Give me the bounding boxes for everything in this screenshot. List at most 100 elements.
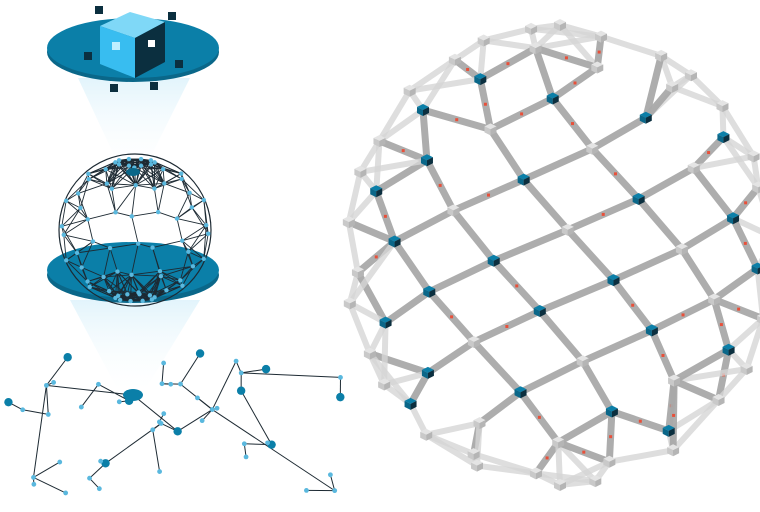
cube-left [757,315,760,324]
structural-beam [356,156,431,176]
cube-left [655,52,662,62]
connector-icon [573,81,577,85]
wire-edge [103,247,111,277]
network-edge [329,474,336,491]
cube-icon [354,165,367,178]
wire-edge [188,251,204,260]
wire-edge [181,178,193,208]
node-icon [31,481,37,487]
flat-network [4,349,345,496]
cube-left [467,338,474,348]
structural-beam [668,82,727,111]
structural-beam [477,37,487,83]
cube-left [370,188,377,198]
cube-left [517,176,524,186]
cube-icon [342,216,355,229]
wire-edge [189,192,193,208]
node-icon [150,427,156,433]
cube-left [752,184,759,194]
cube-left [421,369,428,379]
node-icon [63,353,72,362]
cube-left [591,64,598,74]
cube-icon [403,84,416,97]
cube-left [423,288,430,298]
connector-icon [545,456,549,460]
wire-edge [77,178,90,194]
structural-beam [389,205,459,247]
node-icon [201,256,206,262]
cube-icon [100,12,165,78]
structural-beam [515,356,588,397]
node-icon [236,386,246,395]
network-edge [161,363,165,384]
cube-satellites [84,6,183,92]
node-icon [107,245,113,251]
connector-icon [638,419,642,423]
network-edge [33,385,47,478]
node-icon [113,210,118,215]
structural-beam [480,25,535,45]
cube-left [447,207,454,217]
cube-left [554,22,560,31]
cube-left [529,470,536,480]
wire-edge [118,295,143,302]
wire-edge [203,233,209,259]
wire-edge [139,275,162,295]
cube-right [427,369,434,379]
cube-left [708,296,715,306]
cube-right [661,52,668,62]
cube-right [520,389,527,399]
cube-right [638,195,645,205]
node-icon [168,381,174,387]
node-icon [63,490,69,496]
node-icon [133,182,138,188]
cube-icon [667,444,680,457]
cube-left [667,447,674,457]
network-edge [46,356,69,386]
connector-icon [438,183,442,187]
cube-icon [546,92,559,105]
structural-beam [423,337,479,378]
wire-edge [176,199,205,219]
cube-right [453,207,460,217]
node-icon [190,264,196,269]
wire-edge [131,185,137,217]
cube-left [666,83,673,93]
cube-icon [552,436,565,449]
wire-edge [176,218,183,241]
network-edge [80,384,99,408]
connector-icon [681,313,685,317]
wire-edge [65,178,90,202]
structural-beam [527,25,605,40]
network-edge [201,409,213,421]
cube-icon [416,104,429,117]
connector-icon [719,323,723,327]
structural-beam [668,395,723,455]
wire-edge [134,167,164,170]
structural-beam [365,349,433,378]
structural-beam [365,349,415,409]
node-icon [103,167,108,172]
cube-icon [675,243,688,256]
node-icon [209,407,215,412]
wire-edge [76,241,94,254]
wire-edge [103,276,116,299]
wire-edge [187,224,207,252]
cube-left [603,458,610,468]
wire-edge [80,207,89,220]
wire-edge [150,160,165,184]
structural-beam [422,419,484,439]
cube-icon [514,386,527,399]
structural-beam [344,186,381,227]
cube-left [727,215,734,225]
cube-left [675,246,682,256]
cube-right [597,64,604,74]
cube-left [712,396,719,406]
network-edge [33,461,61,478]
node-icon [147,293,153,298]
cube-icon [747,150,760,163]
wire-edge [106,158,130,184]
cube-left [595,33,602,43]
structural-beam [422,430,482,470]
node-icon [4,397,13,407]
